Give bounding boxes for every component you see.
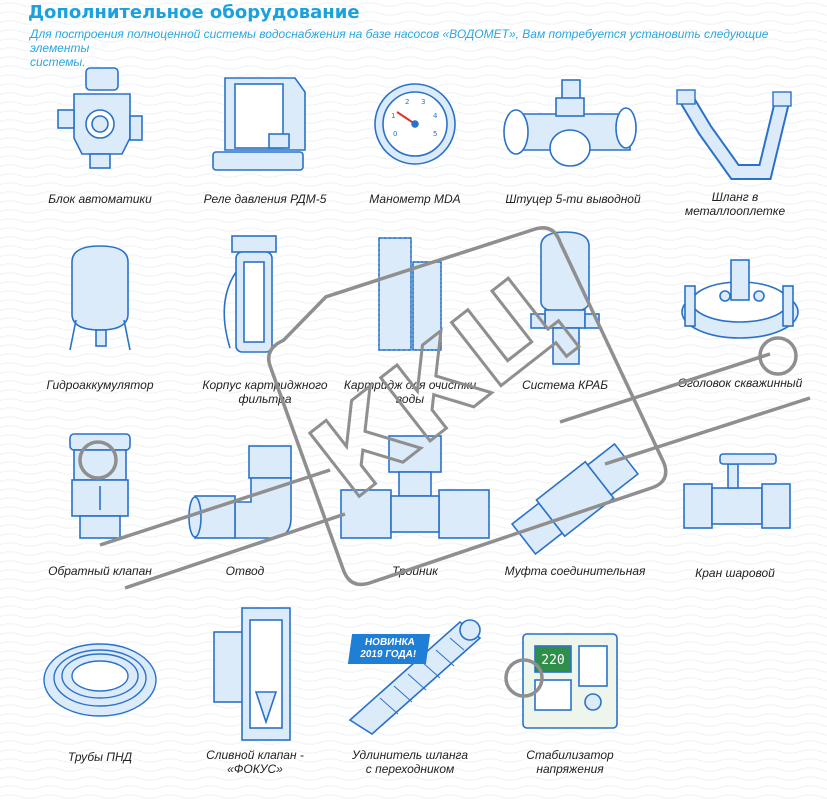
svg-text:3: 3 [421,98,425,106]
product-item[interactable]: Блок автоматики [40,64,160,214]
product-item[interactable]: Обратный клапан [40,430,160,584]
coupling-icon [510,442,640,556]
svg-text:0: 0 [393,130,397,138]
intro-line-1: Для построения полноценной системы водос… [30,27,769,55]
filter-housing-icon [223,235,277,353]
product-item[interactable]: 220 Стабилизатор напряжения [505,624,635,782]
item-caption: Муфта соединительная [504,564,646,578]
page-title: Дополнительное оборудование [28,2,360,23]
product-item[interactable]: Тройник [335,430,495,584]
item-caption: Картридж для очистки воды [343,378,477,406]
stabilizer-display-text: 220 [541,653,564,668]
product-item[interactable]: Гидроаккумулятор [40,240,160,400]
item-caption: Шланг в металлооплетке [684,190,786,218]
expansion-tank-icon [69,245,131,351]
item-caption: Кран шаровой [695,566,775,580]
item-caption: Отвод [225,564,265,578]
voltage-stabilizer-icon: 220 [522,633,618,729]
item-caption: Блок автоматики [48,192,152,206]
item-caption: Штуцер 5-ти выводной [505,192,641,206]
intro-line-2: системы. [30,55,86,69]
manometer-icon: 0 1 2 34 5 [374,83,456,165]
pressure-switch-icon [212,77,306,171]
tee-fitting-icon [340,435,490,539]
pressure-control-unit-icon [57,67,143,169]
svg-text:4: 4 [433,112,438,120]
product-item[interactable]: Кран шаровой [670,444,800,584]
product-item[interactable]: Картридж для очистки воды [335,232,485,406]
braided-hose-icon [676,89,792,180]
item-caption: Стабилизатор напряжения [526,748,614,776]
item-caption: Корпус картриджного фильтра [202,378,328,406]
drain-valve-icon [213,607,291,741]
svg-text:2: 2 [405,98,409,106]
svg-text:5: 5 [433,130,437,138]
item-caption: Трубы ПНД [67,750,133,764]
item-caption: Удлинитель шланга с переходником [351,748,469,776]
item-caption: Оголовок скважинный [677,376,803,390]
product-item[interactable]: Муфта соединительная [500,442,650,584]
product-item[interactable]: Штуцер 5-ти выводной [498,72,648,214]
elbow-fitting-icon [188,445,292,539]
hose-extension-icon [348,619,482,735]
intro-text: Для построения полноценной системы водос… [30,27,800,69]
item-caption: Система КРАБ [521,378,609,392]
hdpe-pipe-coil-icon [43,643,157,717]
filter-cartridge-icon [378,237,442,351]
product-item[interactable]: НОВИНКА 2019 ГОДА! Удлинитель шланга с п… [330,616,490,782]
item-caption: Сливной клапан - «ФОКУС» [206,748,304,776]
product-item[interactable]: Шланг в металлооплетке [665,86,805,226]
new-2019-badge: НОВИНКА 2019 ГОДА! [347,634,431,664]
product-item[interactable]: Трубы ПНД [40,630,160,766]
well-head-icon [681,259,799,339]
svg-text:1: 1 [391,112,395,120]
product-item[interactable]: Сливной клапан - «ФОКУС» [190,602,320,782]
product-item[interactable]: Оголовок скважинный [665,250,815,400]
product-item[interactable]: Корпус картриджного фильтра [190,232,340,406]
item-caption: Тройник [392,564,438,578]
product-item[interactable]: Отвод [185,440,305,584]
item-caption: Реле давления РДМ-5 [203,192,327,206]
five-way-fitting-icon [503,79,637,167]
product-item[interactable]: Реле давления РДМ-5 [195,64,335,214]
check-valve-icon [69,433,131,539]
product-item[interactable]: Система КРАБ [505,228,625,392]
ball-valve-icon [683,453,791,529]
item-caption: Обратный клапан [48,564,152,578]
item-caption: Гидроаккумулятор [46,378,154,392]
item-caption: Манометр MDA [369,192,461,206]
krab-system-icon [530,231,600,365]
